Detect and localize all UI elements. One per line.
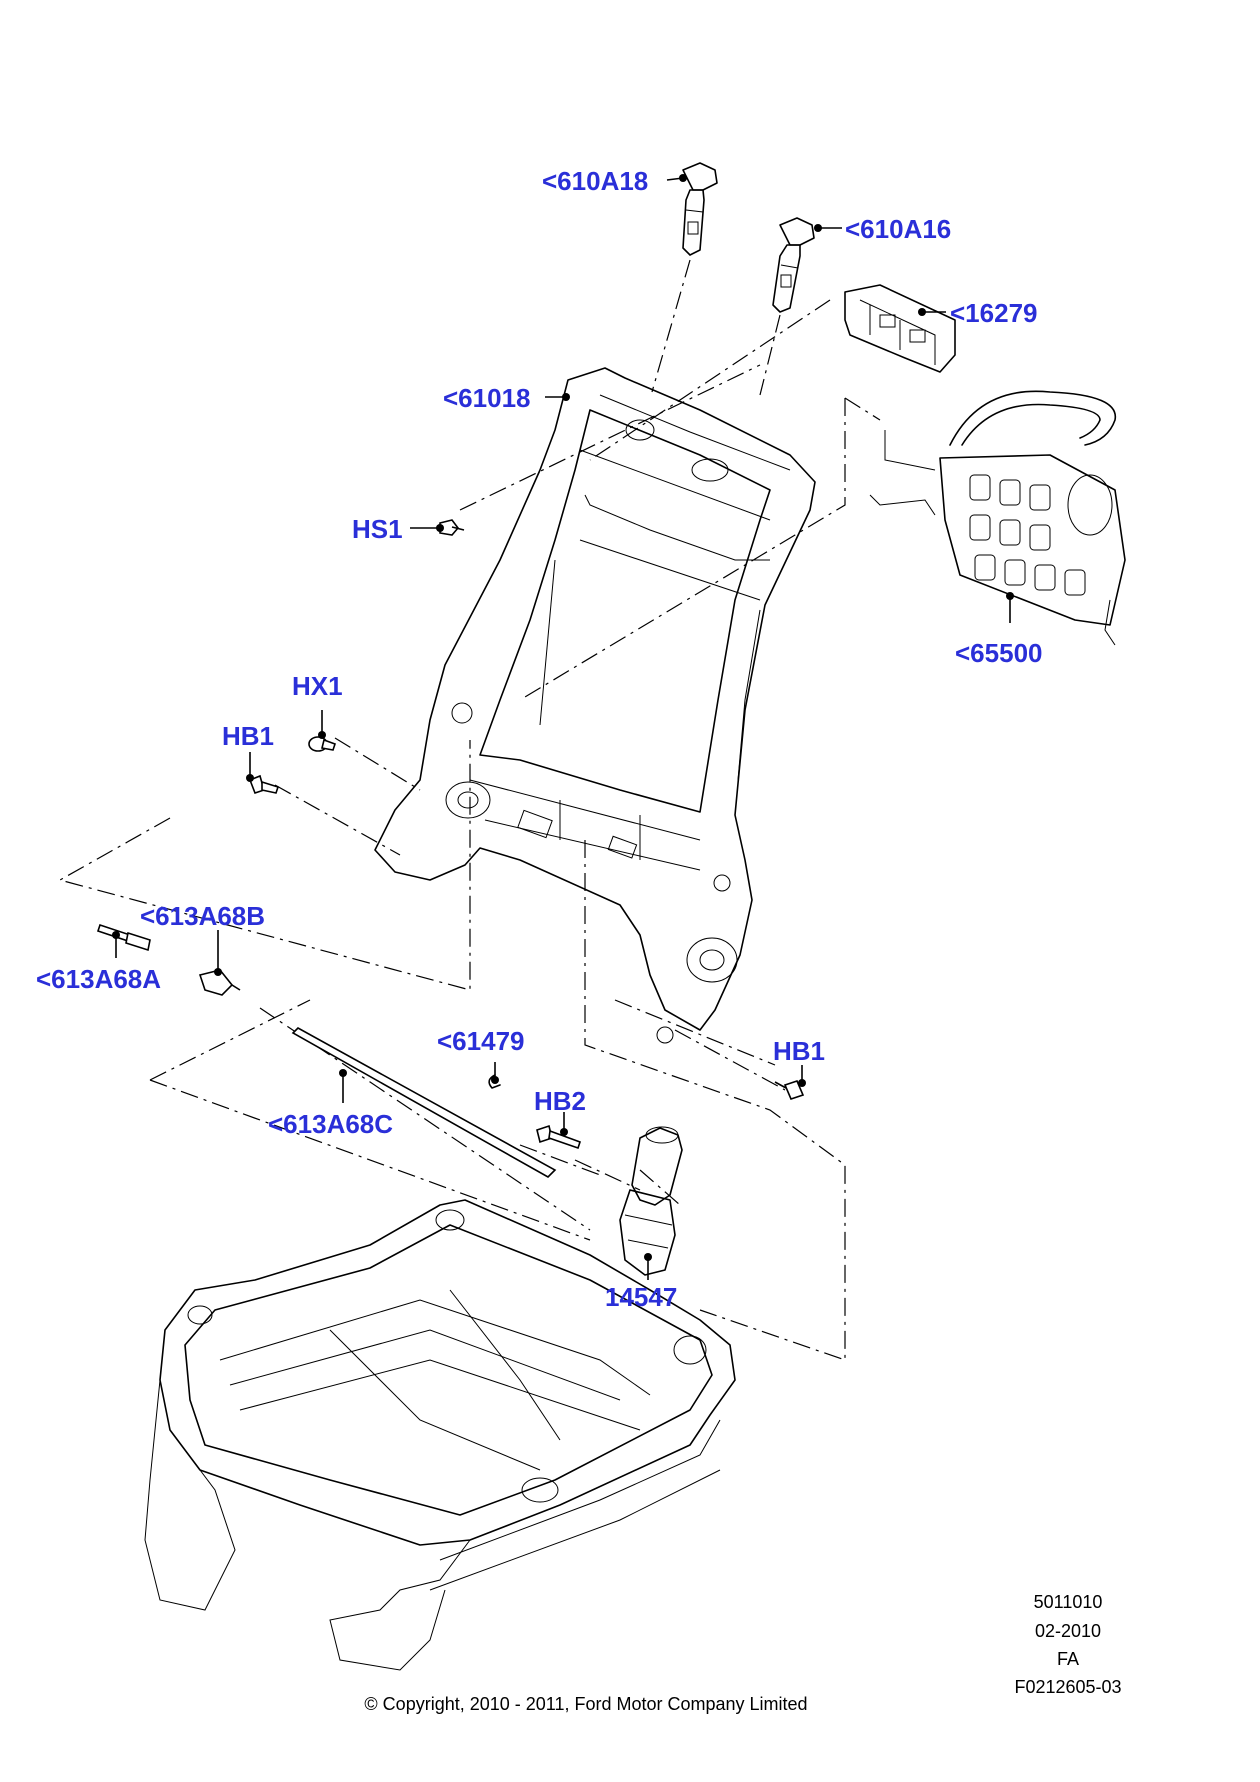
callout-61479[interactable]: <61479	[437, 1026, 524, 1056]
callout-14547[interactable]: 14547	[605, 1282, 677, 1312]
recliner-motor	[619, 1126, 683, 1276]
callout-hb1-left[interactable]: HB1	[222, 721, 274, 751]
callout-610a16[interactable]: <610A16	[845, 214, 951, 244]
callout-hb2[interactable]: HB2	[534, 1086, 586, 1116]
assembly-guide-lines	[58, 259, 881, 1361]
footer-meta: 5011010 02-2010 FA F0212605-03 © Copyrig…	[364, 1592, 1121, 1714]
seat-cushion-frame	[144, 1199, 736, 1671]
copyright-notice: © Copyright, 2010 - 2011, Ford Motor Com…	[364, 1694, 807, 1714]
lumbar-support	[869, 390, 1126, 646]
bolt-hx1	[308, 736, 337, 752]
figure-id: F0212605-03	[1014, 1677, 1121, 1697]
callout-16279[interactable]: <16279	[950, 298, 1037, 328]
ref-code: 5011010	[1034, 1592, 1103, 1612]
rod-613a68c	[291, 1027, 557, 1178]
callout-610a18[interactable]: <610A18	[542, 166, 648, 196]
bolt-hb2	[536, 1124, 582, 1150]
headrest-guide-right	[772, 217, 815, 313]
control-module	[844, 284, 956, 373]
callout-613a68b[interactable]: <613A68B	[140, 901, 265, 931]
callout-hs1[interactable]: HS1	[352, 514, 403, 544]
callout-613a68c[interactable]: <613A68C	[268, 1109, 393, 1139]
clip-61479	[488, 1074, 501, 1089]
leader-lines	[112, 174, 1014, 1280]
callout-613a68a[interactable]: <613A68A	[36, 964, 161, 994]
date-code: 02-2010	[1035, 1621, 1101, 1641]
headrest-guide-left	[682, 162, 718, 256]
version-code: FA	[1057, 1649, 1079, 1669]
callout-65500[interactable]: <65500	[955, 638, 1042, 668]
bolt-hb1-right	[774, 1080, 805, 1100]
callout-hx1[interactable]: HX1	[292, 671, 343, 701]
callout-labels: <610A18 <610A16 <16279 <61018 HS1 <65500…	[36, 166, 1042, 1312]
callout-61018[interactable]: <61018	[443, 383, 530, 413]
bolt-hb1-left	[248, 774, 280, 795]
seat-back-frame	[374, 367, 816, 1044]
callout-hb1-right[interactable]: HB1	[773, 1036, 825, 1066]
